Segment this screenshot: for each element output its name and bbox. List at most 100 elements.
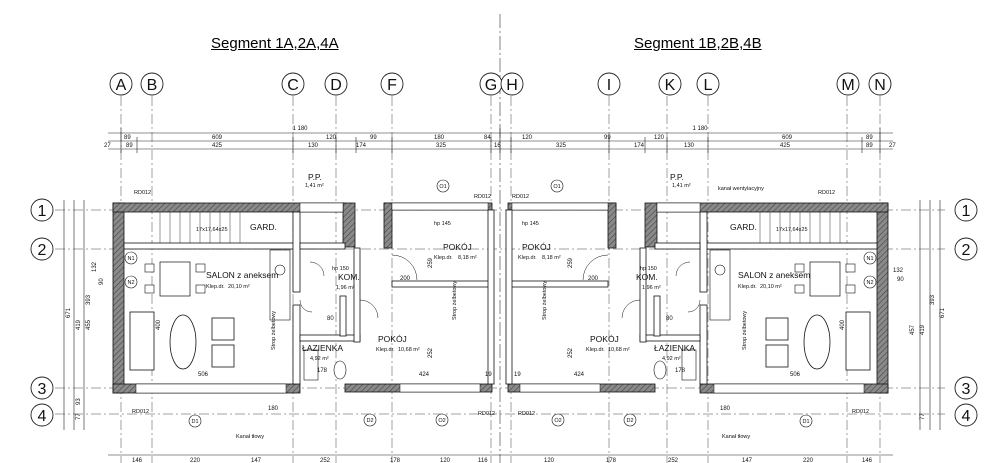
left-tag-o1: O1 bbox=[439, 184, 446, 190]
right-d506: 506 bbox=[790, 372, 801, 378]
left-kitchen-counter bbox=[269, 249, 291, 321]
left-stairs-label: 17x17,64x25 bbox=[196, 227, 228, 233]
left-tag-n1: N1 bbox=[127, 256, 134, 262]
right-rd-bottom: RD012 bbox=[852, 409, 869, 415]
right-tag-d1: D1 bbox=[802, 419, 809, 425]
right-lazienka-label: ŁAZIENKA bbox=[654, 343, 695, 353]
right-chair bbox=[794, 284, 805, 294]
left-d200: 200 bbox=[400, 276, 411, 282]
right-armchair bbox=[765, 317, 789, 341]
left-tag-d2: D2 bbox=[366, 418, 373, 424]
right-pokoj-top-area: 8,18 m² bbox=[542, 255, 561, 261]
right-rd-bottom-2: RD012 bbox=[518, 411, 535, 417]
left-toilet bbox=[333, 360, 347, 380]
left-strop-low: Strop żelbetowy bbox=[271, 311, 277, 350]
dim-t1-9: 609 bbox=[782, 135, 793, 141]
right-lazienka-area: 4,92 m² bbox=[662, 356, 681, 362]
svg-text:2: 2 bbox=[38, 242, 47, 259]
left-pokoj-top-area: 8,18 m² bbox=[458, 255, 477, 261]
left-coffee-table bbox=[169, 314, 197, 370]
dim-l-4: 419 bbox=[76, 319, 82, 330]
dim-r-2: 393 bbox=[930, 294, 936, 305]
left-pokoj-low-floor: Klep.dr. bbox=[376, 347, 395, 353]
axis-bubble-b: B bbox=[140, 72, 164, 96]
segment-right-title: Segment 1B,2B,4B bbox=[634, 35, 762, 52]
left-stove bbox=[274, 264, 286, 276]
dim-b-12: 146 bbox=[862, 458, 873, 463]
right-pokoj-top-floor: Klep.dr. bbox=[518, 255, 537, 261]
dim-b-10: 147 bbox=[742, 458, 753, 463]
left-window-pp bbox=[299, 202, 344, 213]
right-d400: 400 bbox=[840, 319, 846, 330]
left-pokoj-low-area: 10,68 m² bbox=[398, 347, 420, 353]
right-hp150: hp 150 bbox=[640, 266, 657, 272]
right-tag-n1: N1 bbox=[866, 256, 873, 262]
left-armchair bbox=[211, 344, 235, 368]
axis-bubble-f: F bbox=[380, 72, 404, 96]
segment-right-plan: SALON z aneksem Klep.dr. 20,10 m² POKÓJ … bbox=[505, 172, 889, 440]
axis-bubble-1-right: 1 bbox=[954, 198, 978, 222]
left-side-dimensions: 132 90 393 671 419 455 93 77 bbox=[63, 200, 105, 430]
dim-t1-4: 180 bbox=[434, 135, 445, 141]
right-d19: 19 bbox=[514, 372, 521, 378]
svg-text:2: 2 bbox=[962, 242, 971, 259]
left-gard-label: GARD. bbox=[250, 222, 277, 232]
right-window-bottom-2 bbox=[519, 383, 601, 393]
right-pp-label: P.P. bbox=[670, 172, 684, 182]
left-chair bbox=[144, 263, 155, 273]
left-d506: 506 bbox=[198, 372, 209, 378]
svg-text:1: 1 bbox=[38, 203, 47, 220]
left-pp-label: P.P. bbox=[308, 172, 322, 182]
right-strop-low: Strop żelbetowy bbox=[742, 311, 748, 350]
axis-bubble-4-right: 4 bbox=[954, 403, 978, 427]
right-kitchen-counter bbox=[709, 249, 731, 321]
left-d178: 178 bbox=[317, 368, 328, 374]
left-door-arc bbox=[309, 261, 325, 277]
svg-text:D: D bbox=[330, 77, 342, 94]
right-exterior-walls bbox=[507, 202, 889, 394]
right-pokoj-low-floor: Klep.dr. bbox=[586, 347, 605, 353]
dim-total-right: 1 180 bbox=[692, 126, 708, 132]
right-salon-area: 20,10 m² bbox=[760, 284, 782, 290]
dim-t2-2: 425 bbox=[212, 143, 223, 149]
dim-r-4: 457 bbox=[910, 324, 916, 335]
left-kom-area: 1,96 m² bbox=[336, 285, 355, 291]
dim-t2-6: 16 bbox=[494, 143, 501, 149]
left-armchair bbox=[211, 317, 235, 341]
left-d19: 19 bbox=[485, 372, 492, 378]
dim-b-6: 116 bbox=[478, 458, 488, 463]
svg-text:G: G bbox=[485, 77, 497, 94]
left-window-top bbox=[391, 202, 489, 211]
dim-t2-5: 325 bbox=[436, 143, 447, 149]
left-d252: 252 bbox=[428, 347, 434, 358]
right-note-top: kanał wentylacyjny bbox=[718, 186, 764, 192]
svg-text:K: K bbox=[665, 77, 676, 94]
left-d259: 259 bbox=[428, 257, 434, 268]
left-bath-shower bbox=[303, 349, 319, 381]
right-dining-table bbox=[809, 261, 841, 297]
axis-bubble-4-left: 4 bbox=[30, 403, 54, 427]
dim-b-2: 147 bbox=[251, 458, 262, 463]
axis-bubble-c: C bbox=[281, 72, 305, 96]
left-tag-n2: N2 bbox=[127, 280, 134, 286]
left-d400: 400 bbox=[156, 319, 162, 330]
dim-b-3: 252 bbox=[320, 458, 331, 463]
axis-bubble-m: M bbox=[836, 72, 860, 96]
left-door-arc bbox=[359, 299, 379, 319]
left-interior-walls bbox=[123, 209, 495, 385]
svg-text:L: L bbox=[704, 77, 713, 94]
axis-bubble-2-left: 2 bbox=[30, 237, 54, 261]
segment-left-title: Segment 1A,2A,4A bbox=[211, 35, 339, 52]
dim-b-11: 220 bbox=[803, 458, 814, 463]
svg-text:H: H bbox=[506, 77, 518, 94]
dim-t2-4: 174 bbox=[356, 143, 367, 149]
right-pokoj-top-label: POKÓJ bbox=[522, 242, 551, 252]
left-window-bottom-2 bbox=[399, 383, 481, 393]
axis-bubble-h: H bbox=[500, 72, 524, 96]
bottom-dimensions: 146 220 147 252 178 120 116 120 178 252 … bbox=[108, 454, 893, 463]
svg-text:4: 4 bbox=[38, 408, 47, 425]
right-toilet bbox=[653, 360, 667, 380]
right-window-bottom bbox=[713, 383, 865, 394]
axis-bubble-d: D bbox=[324, 72, 348, 96]
segment-left-plan: SALON z aneksem Klep.dr. 20,10 m² POKÓJ … bbox=[112, 172, 495, 440]
